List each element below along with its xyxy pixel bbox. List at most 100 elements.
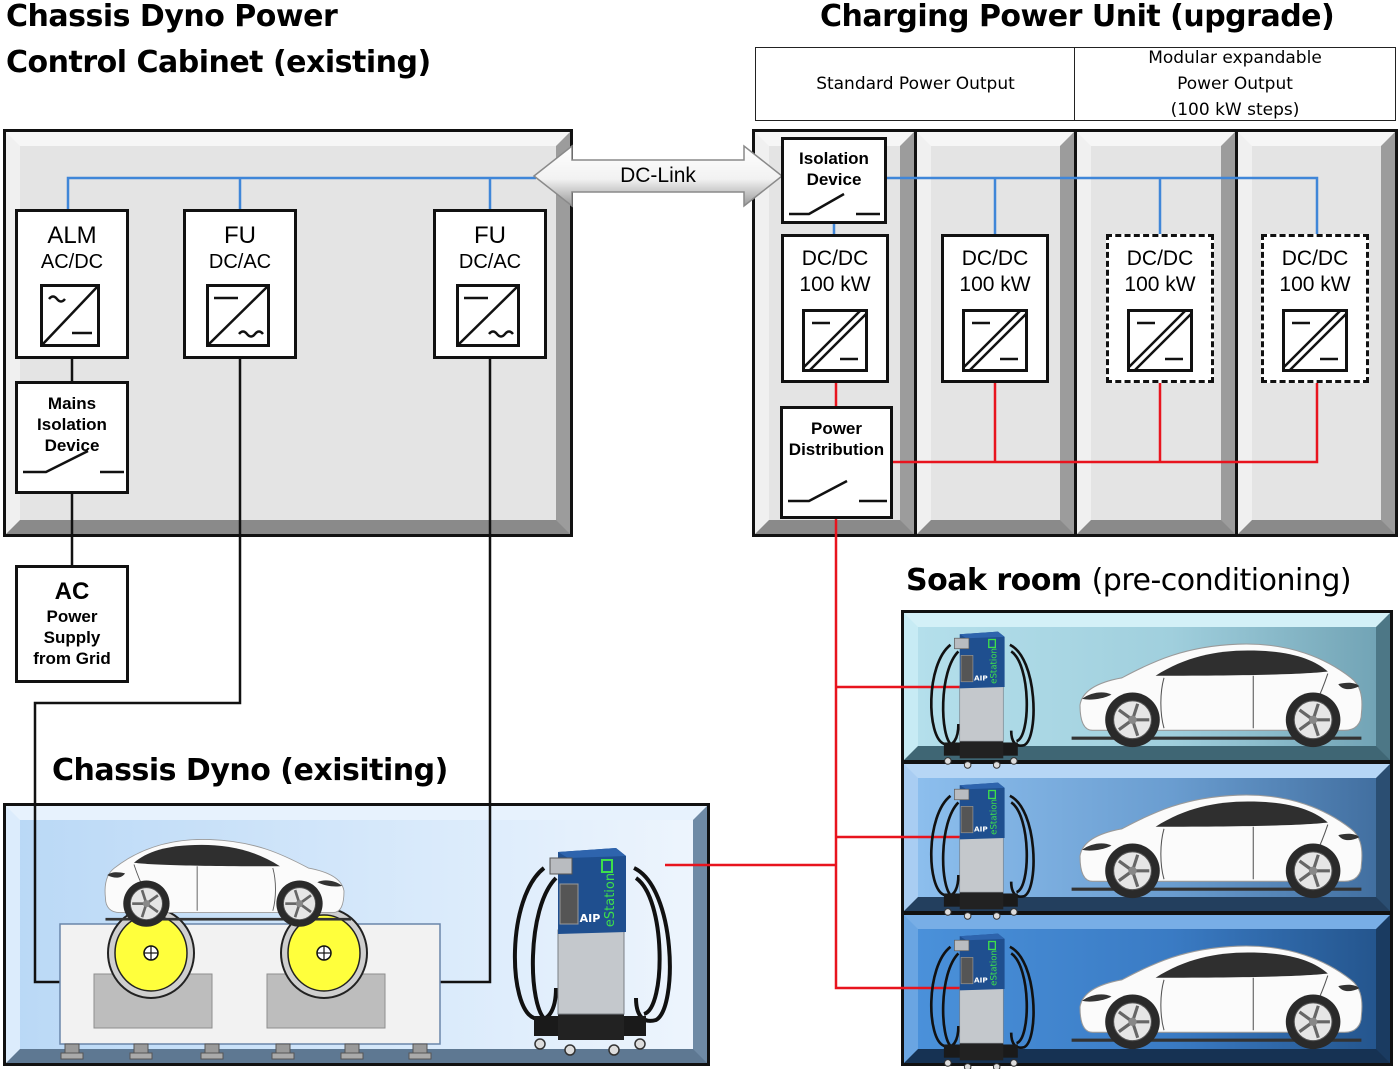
car-hub (142, 900, 150, 908)
car-hub (1308, 1017, 1318, 1026)
charger-wheel (944, 1059, 952, 1067)
power-distribution-line2: Distribution (788, 440, 885, 459)
soak-car-2-icon (1071, 794, 1363, 899)
charger-cable (1009, 945, 1035, 1050)
isolation-device[interactable]: Isolation Device (781, 137, 887, 224)
chargers: eStationAIPeStationAIPeStationAIPeStatio… (513, 631, 1035, 1069)
charger-model-label: eStation (990, 950, 1000, 986)
charger-cable (941, 801, 960, 898)
dcdc-module-3[interactable]: DC/DC 100 kW (1106, 234, 1214, 383)
dyno-foot-base (200, 1052, 224, 1060)
alm-converter[interactable]: ALM AC/DC (15, 209, 129, 359)
charger-wheel (944, 757, 952, 765)
fu-converter-2[interactable]: FU DC/AC (433, 209, 547, 359)
charger-head-top (959, 631, 1005, 639)
charger-wheel (992, 761, 1001, 769)
mains-isolation-line3: Device (44, 436, 100, 455)
charger-wheel (992, 912, 1001, 920)
dyno-car-body (104, 839, 352, 927)
switch-icon (23, 449, 124, 474)
charger-brand-label: AIP (974, 824, 988, 833)
charger-wheel (564, 1044, 576, 1056)
dcdc-module-1[interactable]: DC/DC 100 kW (781, 234, 889, 383)
mains-isolation-line1: Mains (47, 394, 97, 413)
charger-wheel (963, 761, 972, 769)
charger-cable (941, 952, 960, 1049)
charger-wheel (634, 1038, 646, 1050)
dyno-foot-base (60, 1052, 84, 1060)
charger-wheel (534, 1038, 546, 1050)
charger-wheel (1010, 908, 1018, 916)
dyno-car-icon (104, 839, 352, 927)
modular-power-output-header: Modular expandable Power Output (100 kW … (1074, 47, 1396, 121)
charger-lower (959, 685, 1004, 742)
ac-power-supply[interactable]: AC Power Supply from Grid (15, 565, 129, 683)
soak-car-1-icon (1071, 643, 1363, 748)
dc-dc-converter-icon (962, 309, 1028, 372)
soak-cars (1071, 643, 1363, 1050)
cabinet-title-line2: Control Cabinet (existing) (6, 45, 431, 80)
charger-cable (1009, 794, 1035, 899)
dyno-feet (60, 1043, 432, 1060)
car-headlight (317, 880, 343, 887)
soak-room-title: Soak room (pre-conditioning) (906, 558, 1352, 604)
charger-screen (960, 806, 974, 834)
modular-header-line1: Modular expandable (1148, 48, 1322, 68)
charger-brand-label: AIP (974, 673, 988, 682)
dyno-car (104, 839, 352, 927)
charger-wheel (963, 912, 972, 920)
dc-bus-charging (832, 176, 1319, 234)
fu-converter-1[interactable]: FU DC/AC (183, 209, 297, 359)
charger-screen (960, 957, 974, 985)
charger-plug-holder (954, 637, 970, 650)
charger-screen (559, 883, 579, 925)
charger-wheel (992, 1063, 1001, 1069)
charger-cable (1009, 643, 1035, 748)
charger-wheel (944, 908, 952, 916)
dyno-foot-base (340, 1052, 364, 1060)
charger-wheel (1010, 757, 1018, 765)
charger-plug-icon (988, 940, 997, 951)
dc-dc-converter-icon (1282, 309, 1348, 372)
car-taillight (1338, 984, 1360, 992)
charger-head-top (959, 782, 1005, 790)
switch-icon (788, 479, 887, 503)
dcdc-rating: 100 kW (959, 273, 1031, 296)
charger-wheel (608, 1044, 620, 1056)
car-window (1155, 952, 1328, 978)
mains-isolation-device[interactable]: Mains Isolation Device (15, 381, 129, 494)
ac-dc-converter-icon (40, 284, 100, 347)
soak-room-title-light: (pre-conditioning) (1091, 563, 1352, 598)
dcdc-module-2[interactable]: DC/DC 100 kW (941, 234, 1049, 383)
charger-foot (959, 738, 1004, 759)
dc-bus-line (66, 176, 536, 209)
dcdc-type: DC/DC (801, 247, 869, 270)
dcdc-type: DC/DC (1281, 247, 1349, 270)
car-shadow (105, 917, 352, 921)
car-hub (1308, 866, 1318, 875)
power-distribution[interactable]: Power Distribution (780, 406, 893, 519)
ac-supply-line3: Supply (43, 628, 101, 647)
red-line-main (834, 519, 970, 990)
dc-dc-converter-icon (1127, 309, 1193, 372)
car-window (1155, 801, 1328, 827)
car-hub (1308, 715, 1318, 724)
car-taillight (1338, 833, 1360, 841)
charger-cable (941, 650, 960, 747)
dcdc-module-4[interactable]: DC/DC 100 kW (1261, 234, 1369, 383)
dyno-foot-base (271, 1052, 295, 1060)
red-line-bus (893, 383, 1319, 464)
ac-lines (33, 359, 492, 984)
mains-isolation-line2: Isolation (37, 415, 107, 434)
charger-plug-icon (988, 638, 997, 649)
charger-model-label: eStation (990, 648, 1000, 684)
car-headlight (1082, 692, 1112, 700)
car-shadow (1071, 887, 1362, 891)
charger-model-label: eStation (990, 799, 1000, 835)
car-shadow (1071, 736, 1362, 740)
charger-cable (1010, 952, 1029, 1045)
